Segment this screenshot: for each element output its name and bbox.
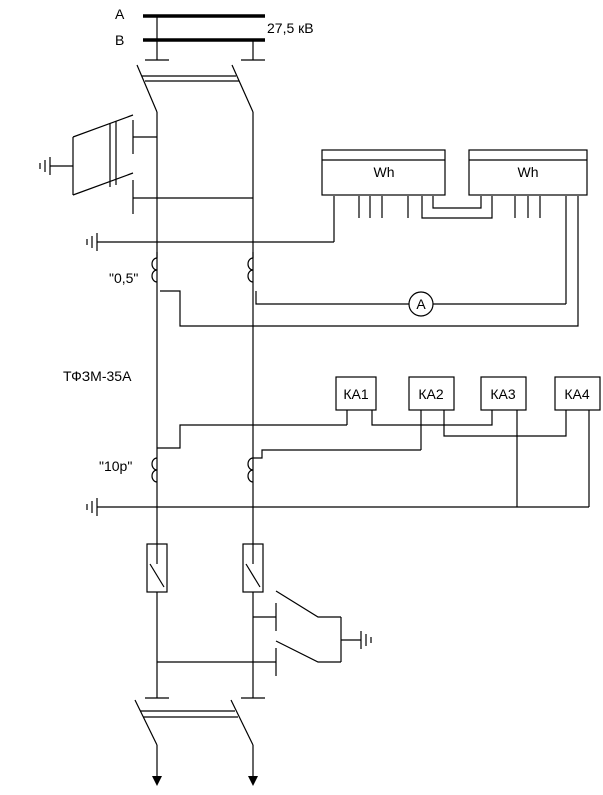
relay-link-ka2-ka4 xyxy=(443,410,567,437)
disconnector-lower-blade-left xyxy=(134,699,158,746)
outgoing-feeders xyxy=(152,745,258,786)
energy-meter-right xyxy=(468,149,588,196)
relay-link-ka1-ka3 xyxy=(371,410,493,426)
energy-meter-left xyxy=(321,149,446,196)
disconnector-lower-blade-right xyxy=(230,699,254,746)
relay-ka4 xyxy=(554,376,601,411)
earth-switch-upper-blade-top xyxy=(72,114,134,138)
metering-ct-circuit: "0,5" A xyxy=(86,196,579,327)
ammeter-label: A xyxy=(416,296,426,312)
arrow-down-icon xyxy=(248,776,258,786)
ct-coil-right-metering xyxy=(247,257,254,283)
meter-link-outer xyxy=(421,196,493,219)
busbar-group: A B 27,5 кВ xyxy=(115,6,314,61)
relay-ka4-label: КА4 xyxy=(564,386,589,402)
arrow-down-icon xyxy=(152,776,162,786)
ct-left-protection-lead xyxy=(157,424,347,449)
fuses xyxy=(146,543,264,593)
ct-coil-left-protection xyxy=(151,457,158,483)
ct-right-metering-return xyxy=(255,291,409,305)
relay-ka1-label: КА1 xyxy=(343,386,368,402)
protection-ct-circuit: "10р" xyxy=(86,424,589,516)
phase-b-label: B xyxy=(115,32,124,48)
lower-earthing-switch xyxy=(157,590,372,676)
lower-disconnector xyxy=(134,697,265,746)
ground-icon xyxy=(86,233,98,251)
ct-class-metering-label: "0,5" xyxy=(109,270,138,286)
ct-coil-right-protection xyxy=(247,457,254,483)
ct-class-protection-label: "10р" xyxy=(99,458,132,474)
disconnector-upper-blade-left xyxy=(136,64,158,113)
upper-earthing-switch xyxy=(39,114,253,214)
energy-meter-right-label: Wh xyxy=(518,164,539,180)
protection-relays: КА1 КА2 КА3 КА4 xyxy=(335,376,601,507)
relay-ka2 xyxy=(408,376,455,411)
phase-a-label: A xyxy=(115,6,125,22)
ground-icon xyxy=(39,157,51,175)
ammeter xyxy=(408,291,434,317)
relay-ka3-label: КА3 xyxy=(490,386,515,402)
earth-switch-upper-blade-bottom xyxy=(72,172,134,196)
meter-link-inner xyxy=(432,196,482,209)
ct-left-metering-return xyxy=(160,196,579,327)
ct-right-protection-lead xyxy=(253,449,421,459)
energy-meters: Wh Wh xyxy=(321,149,588,219)
upper-disconnector xyxy=(136,64,254,113)
ct-coil-left-metering xyxy=(151,257,158,283)
energy-meter-left-label: Wh xyxy=(374,164,395,180)
ct-type-label: ТФЗМ-35А xyxy=(63,368,132,384)
earth-switch-lower-blade-bottom xyxy=(275,640,341,663)
relay-ka3 xyxy=(480,376,527,411)
earth-switch-lower-blade-top xyxy=(275,590,341,618)
voltage-label: 27,5 кВ xyxy=(267,20,314,36)
ground-icon xyxy=(360,631,372,649)
disconnector-upper-blade-right xyxy=(231,64,254,113)
ground-icon xyxy=(86,498,98,516)
relay-ka2-label: КА2 xyxy=(418,386,443,402)
relay-ka1 xyxy=(335,376,377,411)
